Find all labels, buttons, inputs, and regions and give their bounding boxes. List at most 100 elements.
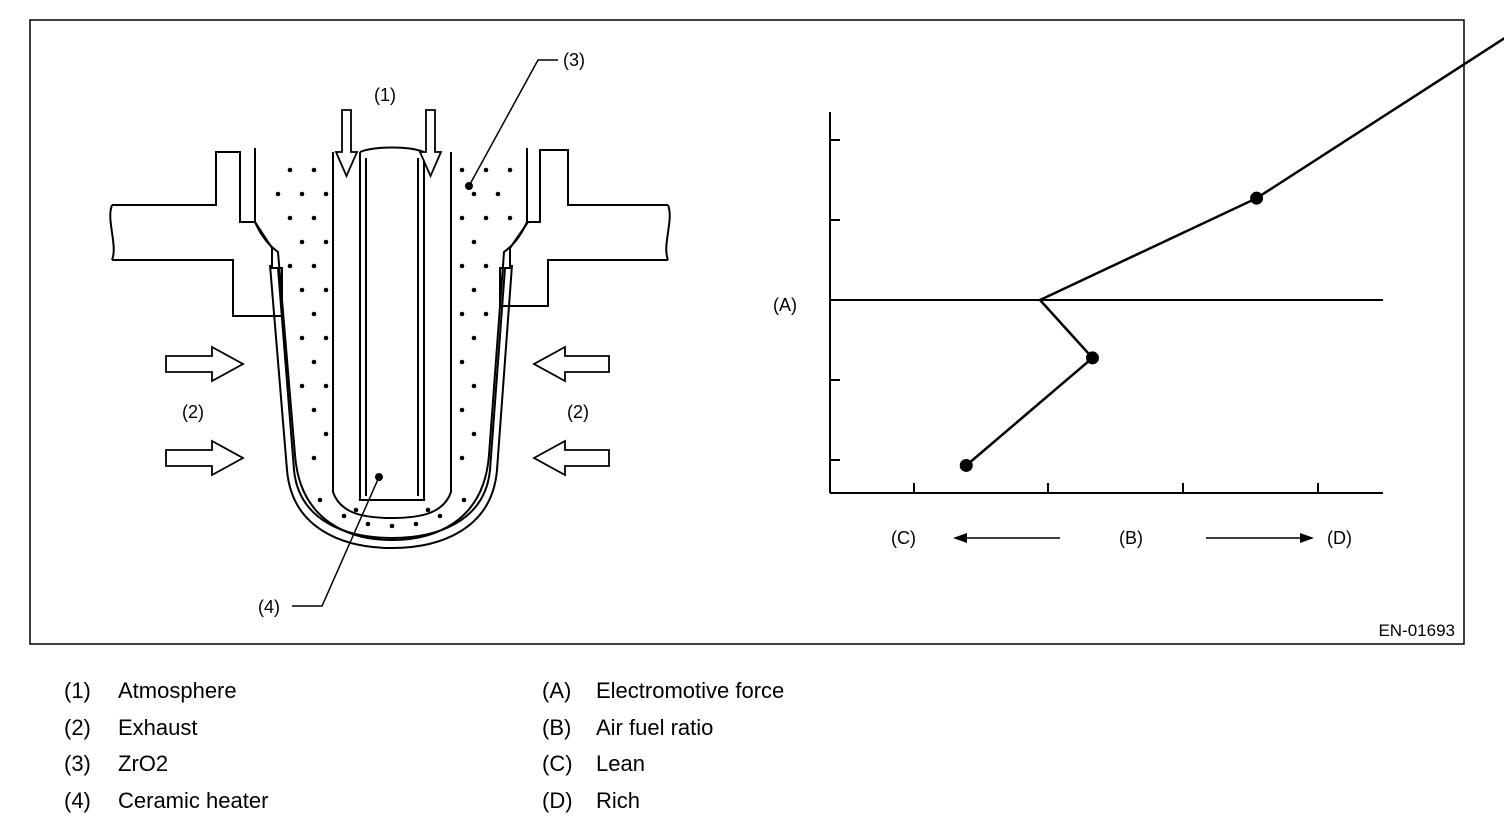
zro2-dot xyxy=(460,168,465,173)
zro2-dot xyxy=(324,336,329,341)
legend-text: Air fuel ratio xyxy=(596,715,713,740)
zro2-dot xyxy=(472,432,477,437)
sensor-diagram xyxy=(110,148,669,549)
legend-text: Exhaust xyxy=(118,715,198,740)
zro2-dot xyxy=(414,522,419,527)
zro2-dot xyxy=(324,192,329,197)
legend-item: (B)Air fuel ratio xyxy=(542,713,1042,750)
zro2-dot xyxy=(472,288,477,293)
legend-key: (A) xyxy=(542,676,596,706)
zro2-dot xyxy=(484,168,489,173)
zro2-dot xyxy=(312,312,317,317)
leader-zro2 xyxy=(469,60,558,186)
legend-item: (D)Rich xyxy=(542,786,1042,822)
zro2-dot xyxy=(354,508,359,513)
zro2-dot xyxy=(460,408,465,413)
legend-text: Atmosphere xyxy=(118,678,237,703)
legend-key: (C) xyxy=(542,749,596,779)
zro2-dot xyxy=(312,216,317,221)
exhaust-arrow-left-bottom xyxy=(166,441,243,475)
label-atmosphere: (1) xyxy=(374,85,396,105)
zro2-dot xyxy=(438,514,443,519)
legend-key: (4) xyxy=(64,786,118,816)
zro2-dot xyxy=(318,498,323,503)
zro2-dot xyxy=(472,240,477,245)
zro2-dot xyxy=(312,360,317,365)
exhaust-arrow-right-bottom xyxy=(534,441,609,475)
zro2-dot xyxy=(508,216,513,221)
legend-text: Rich xyxy=(596,788,640,813)
zro2-dot xyxy=(472,192,477,197)
inner-tube-top xyxy=(360,148,424,153)
legend-text: Lean xyxy=(596,751,645,776)
legend-key: (D) xyxy=(542,786,596,816)
legend-item: (4)Ceramic heater xyxy=(64,786,564,822)
zro2-dot xyxy=(288,216,293,221)
zro2-dot xyxy=(496,192,501,197)
legend-item: (1)Atmosphere xyxy=(64,676,564,713)
zro2-dot xyxy=(300,336,305,341)
zro2-dot xyxy=(312,168,317,173)
zro2-dot xyxy=(312,408,317,413)
zro2-dot xyxy=(484,264,489,269)
zro2-dot xyxy=(288,168,293,173)
zro2-dot xyxy=(508,168,513,173)
zro2-dot xyxy=(300,192,305,197)
zro2-dot xyxy=(460,216,465,221)
zro2-dot xyxy=(312,456,317,461)
legend-key: (2) xyxy=(64,713,118,743)
label-exhaust-left: (2) xyxy=(182,402,204,422)
legend-item: (3)ZrO2 xyxy=(64,749,564,786)
zro2-dot xyxy=(324,384,329,389)
zro2-dot xyxy=(484,216,489,221)
zro2-dot xyxy=(300,288,305,293)
label-emf: (A) xyxy=(773,295,797,315)
legend-key: (B) xyxy=(542,713,596,743)
zro2-dot xyxy=(300,384,305,389)
housing-right-break xyxy=(666,205,669,260)
x-ticks xyxy=(914,483,1318,493)
label-rich: (D) xyxy=(1327,528,1352,548)
zro2-dot xyxy=(300,240,305,245)
inner-tube-inner xyxy=(360,152,424,500)
exhaust-arrow-left-top xyxy=(166,347,243,381)
zro2-dot xyxy=(460,312,465,317)
series-line xyxy=(966,0,1504,466)
zro2-dot xyxy=(342,514,347,519)
leader-heater-dot xyxy=(375,473,383,481)
legend-left: (1)Atmosphere (2)Exhaust (3)ZrO2 (4)Cera… xyxy=(64,676,564,822)
zro2-dot xyxy=(460,456,465,461)
exhaust-arrows xyxy=(166,347,609,475)
zro2-dot xyxy=(472,384,477,389)
zro2-dot xyxy=(472,336,477,341)
zro2-dot-pattern xyxy=(276,168,513,529)
zro2-dot xyxy=(312,264,317,269)
atmosphere-arrows xyxy=(336,110,441,176)
zro2-dot xyxy=(462,498,467,503)
housing-left xyxy=(112,152,282,316)
inner-tube-outer xyxy=(333,152,451,518)
figure-frame xyxy=(30,20,1464,644)
figure-id: EN-01693 xyxy=(1378,621,1455,640)
label-ratio: (B) xyxy=(1119,528,1143,548)
zro2-dot xyxy=(366,522,371,527)
zro2-dot xyxy=(324,288,329,293)
label-heater: (4) xyxy=(258,597,280,617)
zro2-dot xyxy=(324,432,329,437)
atmosphere-arrow-left xyxy=(336,110,357,176)
label-exhaust-right: (2) xyxy=(567,402,589,422)
zro2-dot xyxy=(426,508,431,513)
legend-key: (1) xyxy=(64,676,118,706)
emf-chart: (A) (C) (B) (D) xyxy=(773,0,1504,548)
legend-item: (2)Exhaust xyxy=(64,713,564,750)
zro2-dot xyxy=(390,524,395,529)
legend-key: (3) xyxy=(64,749,118,779)
legend-right: (A)Electromotive force (B)Air fuel ratio… xyxy=(542,676,1042,822)
data-point-3 xyxy=(1250,192,1263,205)
heater-sheath-inner xyxy=(278,268,505,538)
zro2-dot xyxy=(288,264,293,269)
data-point-2 xyxy=(1086,351,1099,364)
label-zro2: (3) xyxy=(563,50,585,70)
legend-text: ZrO2 xyxy=(118,751,168,776)
housing-left-break xyxy=(110,205,113,260)
